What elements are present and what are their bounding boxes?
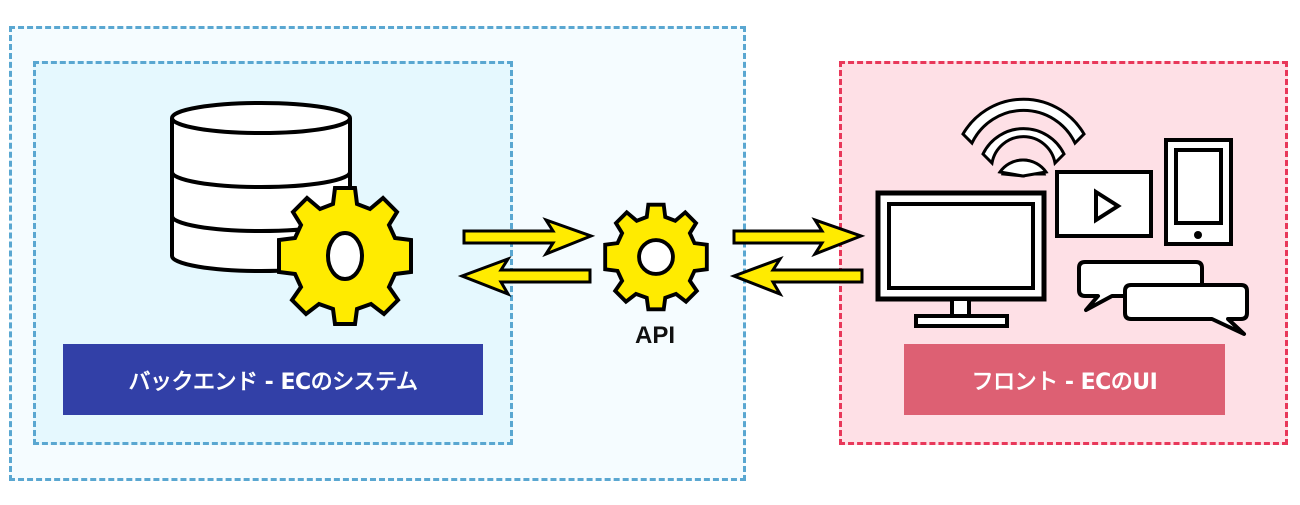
arrow-api-to-backend (457, 256, 592, 297)
video-player-icon (1055, 170, 1153, 238)
backend-label: バックエンド - ECのシステム (63, 344, 483, 415)
frontend-label: フロント - ECのUI (904, 344, 1225, 415)
chat-bubbles-icon (1077, 260, 1249, 336)
arrow-backend-to-api (462, 217, 596, 258)
api-label: API (634, 322, 675, 349)
wifi-icon (961, 97, 1086, 178)
smartphone-icon (1164, 138, 1233, 246)
monitor-icon (875, 190, 1047, 328)
arrow-frontend-to-api (729, 256, 864, 297)
api-gear-icon (603, 202, 709, 312)
arrow-api-to-frontend (732, 217, 866, 258)
backend-gear-icon (277, 186, 413, 326)
